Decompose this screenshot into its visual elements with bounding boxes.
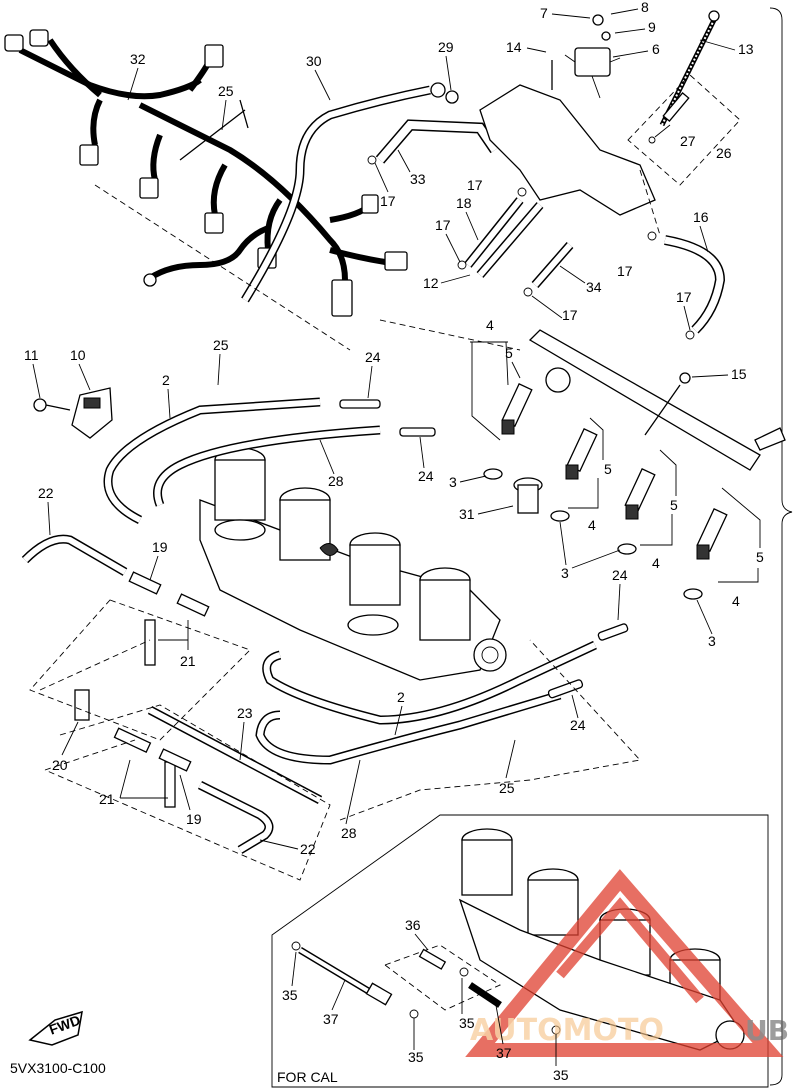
joints-19-20-21 — [74, 571, 210, 808]
label-26: 26 — [716, 145, 732, 161]
label-2-bottom: 2 — [397, 689, 405, 705]
injector-3 — [624, 468, 656, 520]
label-21-bottom: 21 — [99, 791, 115, 807]
inset-for-cal — [271, 814, 769, 1088]
label-8: 8 — [641, 0, 649, 15]
label-19-bottom: 19 — [186, 811, 202, 827]
label-19-top: 19 — [152, 539, 168, 555]
label-17-a: 17 — [380, 193, 396, 209]
label-5-b: 5 — [604, 461, 612, 477]
injector-1 — [501, 383, 533, 435]
label-12: 12 — [423, 275, 439, 291]
label-4-c: 4 — [652, 555, 660, 571]
dashed-outlines — [29, 169, 661, 881]
label-4-a: 4 — [486, 317, 494, 333]
label-25-top: 25 — [218, 83, 234, 99]
label-17-c: 17 — [435, 217, 451, 233]
label-7: 7 — [540, 5, 548, 21]
label-35-c: 35 — [408, 1049, 424, 1065]
label-18: 18 — [456, 195, 472, 211]
label-33: 33 — [410, 171, 426, 187]
label-4-d: 4 — [732, 593, 740, 609]
label-11: 11 — [24, 347, 39, 363]
label-32: 32 — [130, 51, 146, 67]
watermark-text: AUTOMOTO — [470, 1013, 664, 1048]
label-24-a: 24 — [365, 349, 381, 365]
label-35-a: 35 — [282, 987, 298, 1003]
sensor-bracket-assembly — [445, 10, 741, 216]
label-20: 20 — [52, 757, 68, 773]
fwd-arrow-icon: FWD — [28, 1010, 83, 1046]
label-5-a: 5 — [505, 345, 513, 361]
label-22-bottom: 22 — [300, 841, 316, 857]
hose-30 — [241, 82, 446, 303]
label-27: 27 — [680, 133, 696, 149]
label-36: 36 — [405, 917, 421, 933]
label-28-bottom: 28 — [341, 825, 357, 841]
drawing-code: 5VX3100-C100 — [10, 1060, 106, 1076]
label-24-c: 24 — [612, 567, 628, 583]
injector-2 — [565, 428, 598, 480]
fuel-rail — [483, 329, 786, 600]
watermark-logo: AUTOMOTO UB — [465, 869, 789, 1057]
bolts-24 — [339, 399, 629, 699]
label-21-top: 21 — [180, 653, 196, 669]
label-3-c: 3 — [708, 633, 716, 649]
label-30: 30 — [306, 53, 322, 69]
label-25-bottom: 25 — [499, 780, 515, 796]
hoses-2-28 — [21, 397, 597, 854]
wire-harness — [4, 29, 408, 317]
label-3-a: 3 — [449, 474, 457, 490]
label-29: 29 — [438, 39, 454, 55]
label-24-d: 24 — [570, 717, 586, 733]
bracket-10 — [33, 387, 113, 439]
label-9: 9 — [648, 19, 656, 35]
watermark-tail: UB — [745, 1014, 789, 1047]
inset-caption: FOR CAL — [277, 1069, 338, 1085]
label-31: 31 — [459, 506, 475, 522]
label-6: 6 — [652, 41, 660, 57]
label-14: 14 — [506, 39, 522, 55]
label-25-mid: 25 — [213, 337, 229, 353]
label-17-b: 17 — [467, 177, 483, 193]
label-28-top: 28 — [328, 473, 344, 489]
label-5-c: 5 — [670, 497, 678, 513]
label-23: 23 — [237, 705, 253, 721]
injector-4 — [696, 508, 728, 560]
label-15: 15 — [731, 366, 747, 382]
vacuum-hoses — [367, 119, 726, 340]
label-34: 34 — [586, 279, 602, 295]
label-17-d: 17 — [617, 263, 633, 279]
label-5-d: 5 — [756, 549, 764, 565]
label-17-e: 17 — [676, 289, 692, 305]
label-35-d: 35 — [553, 1067, 569, 1083]
inset-throttle-body — [458, 828, 745, 1051]
label-16: 16 — [693, 209, 709, 225]
label-37-b: 37 — [496, 1045, 512, 1061]
part-labels: 7 8 9 6 13 14 29 30 32 25 27 26 16 17 33… — [24, 0, 764, 1083]
throttle-body-assembly — [199, 447, 507, 681]
label-13: 13 — [738, 41, 754, 57]
label-3-b: 3 — [561, 565, 569, 581]
label-17-f: 17 — [562, 307, 578, 323]
label-37-a: 37 — [323, 1011, 339, 1027]
label-35-b: 35 — [459, 1015, 475, 1031]
label-2-top: 2 — [162, 372, 170, 388]
label-4-b: 4 — [588, 517, 596, 533]
label-22-top: 22 — [38, 485, 54, 501]
label-10: 10 — [70, 347, 86, 363]
label-24-b: 24 — [418, 468, 434, 484]
